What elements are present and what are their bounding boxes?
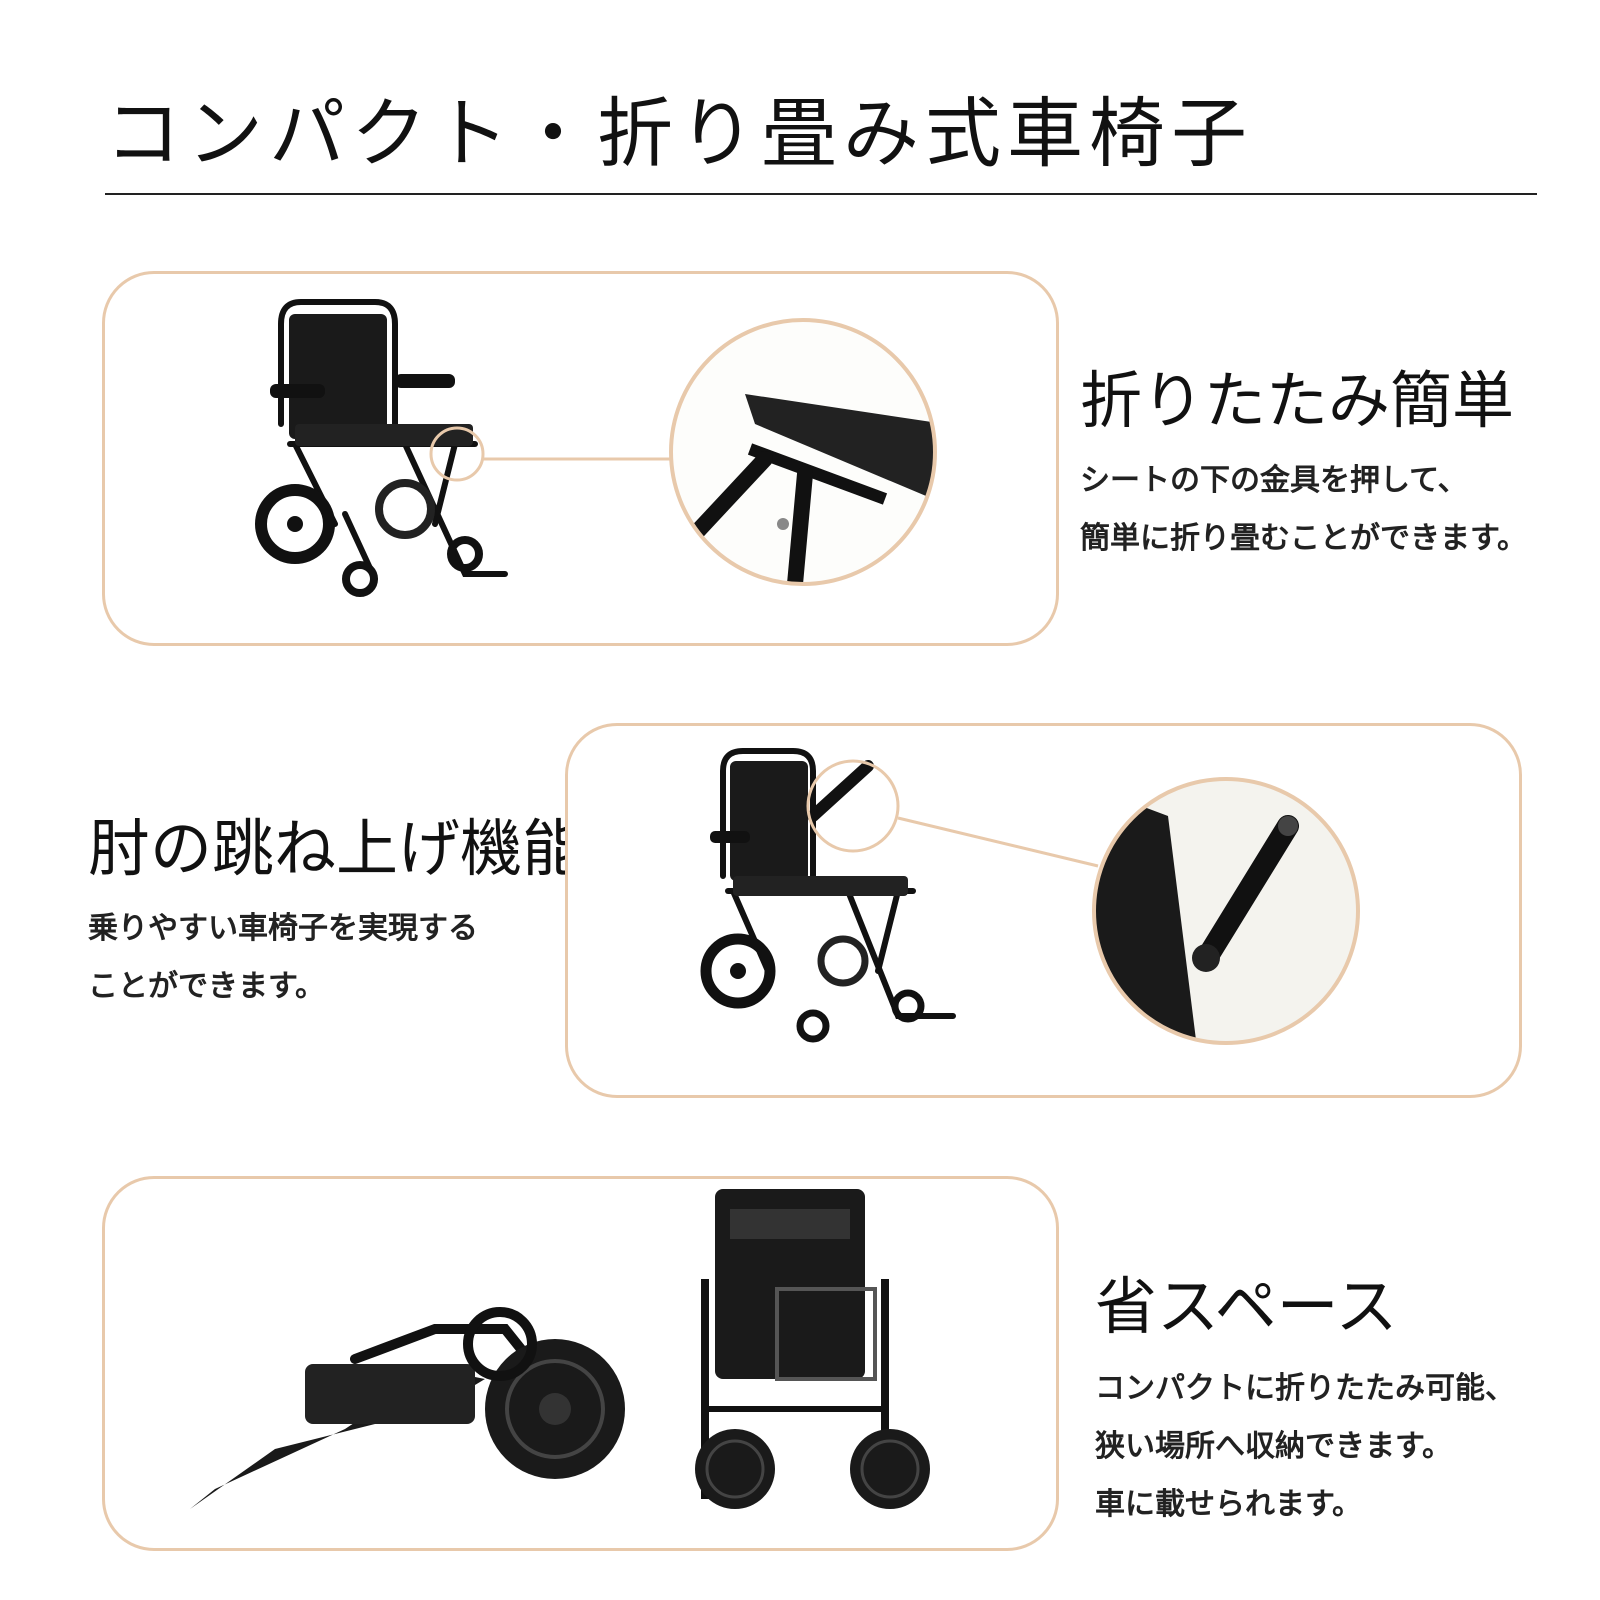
folded-wheelchair-icon	[190, 1189, 930, 1509]
section-description: 乗りやすい車椅子を実現する ことができます。	[88, 911, 478, 1004]
section-heading: 肘の跳ね上げ機能	[88, 812, 585, 885]
wheelchair-with-armrest-zoom-icon	[700, 748, 1360, 1045]
section-description: シートの下の金具を押して、 簡単に折り畳むことができます。	[1080, 463, 1527, 556]
feature-panel-space-saving	[102, 1176, 1059, 1551]
wheelchair-with-seat-latch-zoom-icon	[255, 299, 937, 597]
section-heading: 省スペース	[1095, 1270, 1398, 1343]
section-heading: 折りたたみ簡単	[1080, 364, 1515, 437]
feature-panel-folding	[102, 271, 1059, 646]
feature-panel-armrest	[565, 723, 1522, 1098]
title-divider	[105, 193, 1537, 195]
page-title: コンパクト・折り畳み式車椅子	[105, 89, 1253, 178]
section-description: コンパクトに折りたたみ可能、 狭い場所へ収納できます。 車に載せられます。	[1095, 1371, 1515, 1522]
